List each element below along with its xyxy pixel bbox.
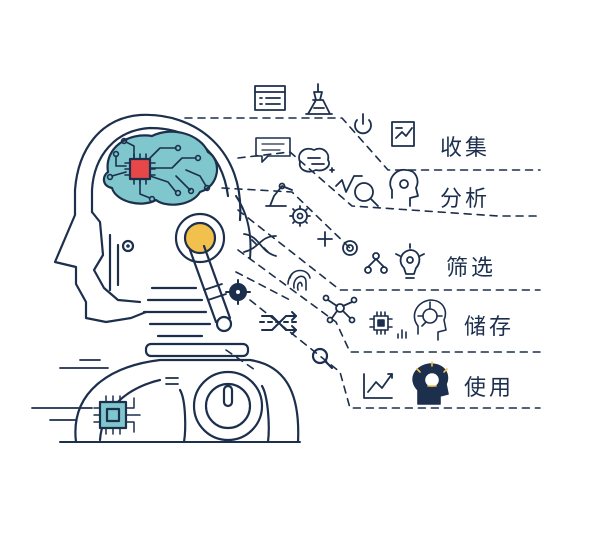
cheek-lines bbox=[108, 233, 120, 292]
brain-chip bbox=[128, 157, 152, 181]
chart-report-icon bbox=[391, 121, 415, 147]
chest-gauge bbox=[192, 370, 264, 442]
line-chart-icon bbox=[363, 373, 393, 399]
stage-label-filter: 筛选 bbox=[446, 256, 497, 281]
head-outline bbox=[53, 113, 242, 324]
joint-outer-ring bbox=[174, 212, 226, 264]
head-gear-icon bbox=[389, 168, 419, 207]
chat-bubble-icon bbox=[255, 137, 291, 163]
cpu-chip-icon bbox=[369, 311, 393, 335]
face-inner-line bbox=[90, 210, 142, 304]
torso bbox=[31, 358, 301, 444]
head-idea-icon bbox=[412, 361, 449, 405]
lightbulb-gear-icon bbox=[395, 243, 425, 279]
stage-label-store: 储存 bbox=[464, 315, 515, 340]
connector-lines bbox=[184, 117, 541, 409]
function-icon bbox=[329, 167, 363, 193]
stage-label-use: 使用 bbox=[464, 376, 515, 401]
elbow-joint bbox=[215, 315, 233, 333]
gear-icon bbox=[289, 205, 311, 227]
stage-label-collect: 收集 bbox=[440, 136, 491, 161]
brain-circuit-icon bbox=[413, 299, 447, 341]
neck-segments bbox=[142, 286, 250, 358]
target-icon bbox=[342, 240, 358, 256]
brain-circuits bbox=[106, 137, 211, 203]
joint-yellow bbox=[183, 221, 217, 255]
power-icon bbox=[354, 113, 372, 135]
molecule-icon bbox=[322, 294, 358, 324]
plus-icon bbox=[317, 231, 333, 247]
brain-icon bbox=[298, 147, 330, 173]
upper-arm bbox=[188, 244, 232, 324]
document-list-icon bbox=[254, 85, 286, 111]
dna-icon bbox=[243, 233, 277, 257]
torso-chip bbox=[98, 400, 128, 430]
shuffle-arrows-icon bbox=[259, 311, 301, 335]
gear-icon bbox=[225, 279, 251, 305]
shoulder-joint bbox=[174, 195, 252, 333]
bar-mini-icon bbox=[397, 329, 407, 339]
eiffel-tower-icon bbox=[305, 83, 333, 115]
fingerprint-icon bbox=[287, 269, 311, 291]
network-icon bbox=[364, 252, 388, 274]
robot-arm-icon bbox=[265, 182, 293, 207]
brain bbox=[102, 130, 218, 206]
magnifier-icon bbox=[354, 182, 379, 207]
search-icon bbox=[311, 347, 334, 370]
stage-label-analyze: 分析 bbox=[440, 187, 491, 212]
torso-outline bbox=[74, 358, 300, 444]
cheek-bolt bbox=[121, 239, 135, 253]
